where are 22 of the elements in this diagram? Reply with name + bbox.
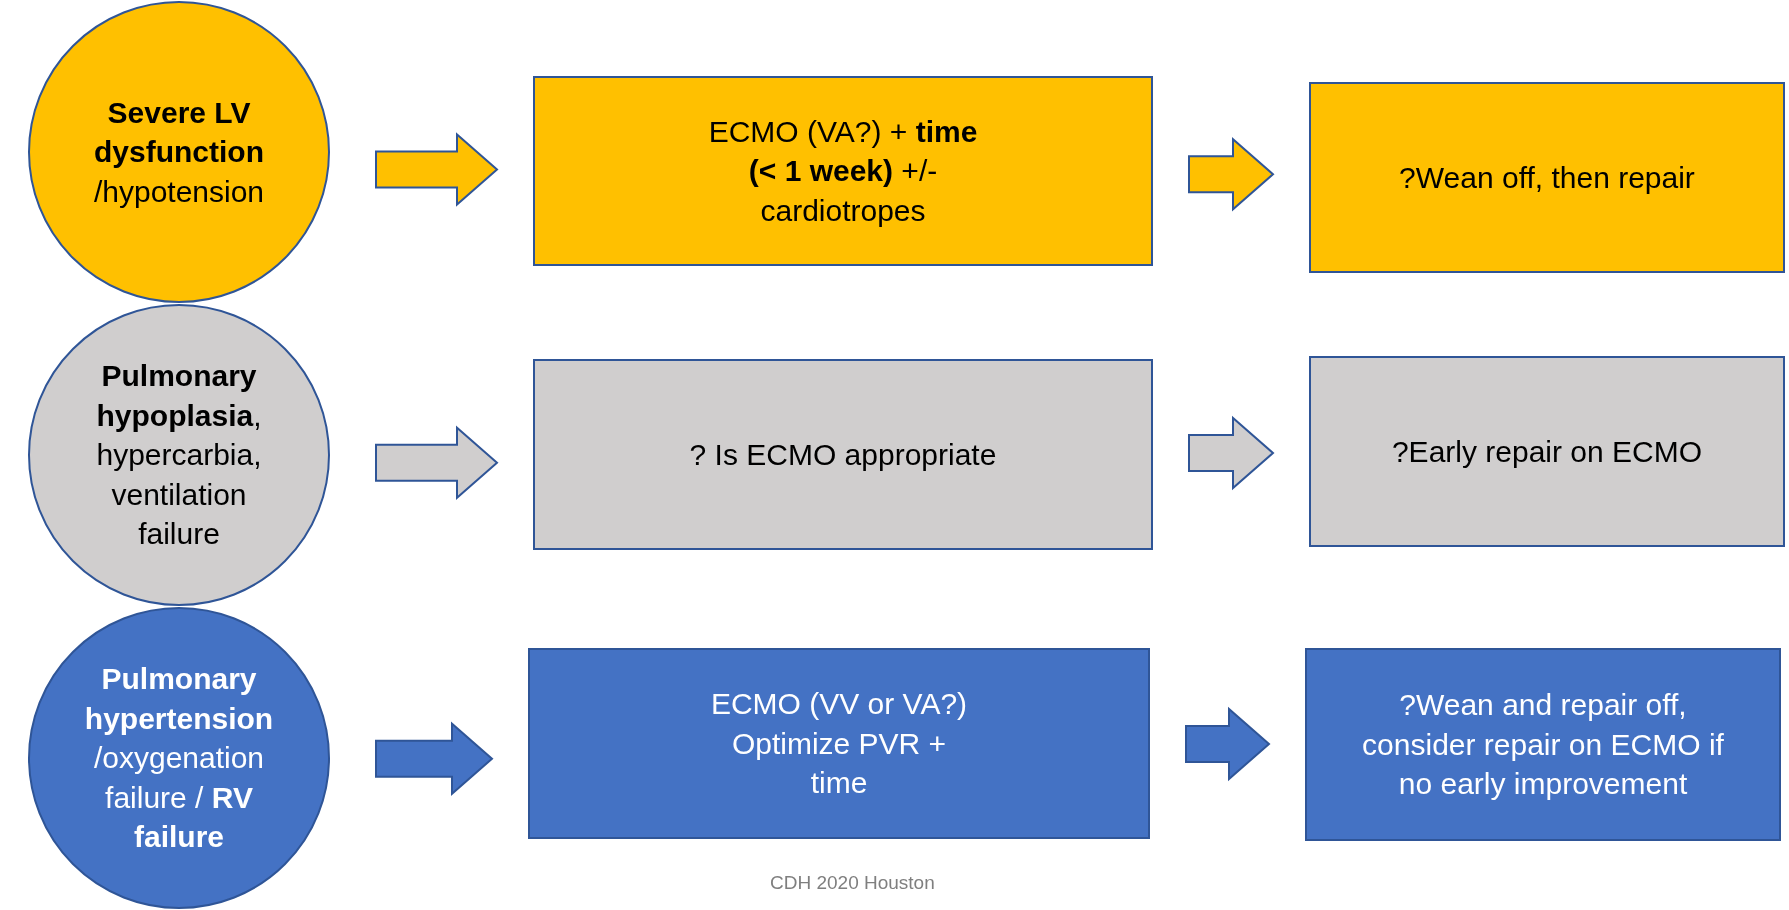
step-box bbox=[1309, 82, 1785, 273]
step-text: ? Is ECMO appropriate bbox=[689, 436, 997, 473]
condition-text: Severe LV dysfunction /hypotension bbox=[92, 94, 266, 210]
step-text: ?Wean and repair off, consider repair on ECMO if no early improvement bbox=[1361, 687, 1725, 803]
condition-text: Pulmonary hypoplasia, hypercarbia, ventilation failure bbox=[95, 358, 263, 553]
step-box bbox=[1305, 648, 1781, 841]
step-box bbox=[1309, 356, 1785, 547]
block-arrow bbox=[1188, 137, 1275, 212]
block-arrow bbox=[375, 425, 499, 500]
block-arrow bbox=[375, 721, 494, 796]
step-text: ECMO (VV or VA?) Optimize PVR + time bbox=[709, 686, 969, 802]
block-arrow bbox=[1185, 706, 1271, 782]
step-text: ?Early repair on ECMO bbox=[1391, 433, 1703, 470]
step-box bbox=[533, 359, 1153, 550]
step-text: ?Wean off, then repair bbox=[1399, 159, 1695, 196]
step-box bbox=[533, 76, 1153, 266]
step-box bbox=[528, 648, 1150, 839]
footer-note: CDH 2020 Houston bbox=[770, 872, 935, 894]
block-arrow bbox=[375, 132, 499, 207]
step-text: ECMO (VA?) + time (< 1 week) +/- cardiotropes bbox=[707, 113, 979, 229]
condition-text: Pulmonary hypertension /oxygenation failure / RV failure bbox=[83, 661, 275, 856]
block-arrow bbox=[1188, 415, 1275, 491]
